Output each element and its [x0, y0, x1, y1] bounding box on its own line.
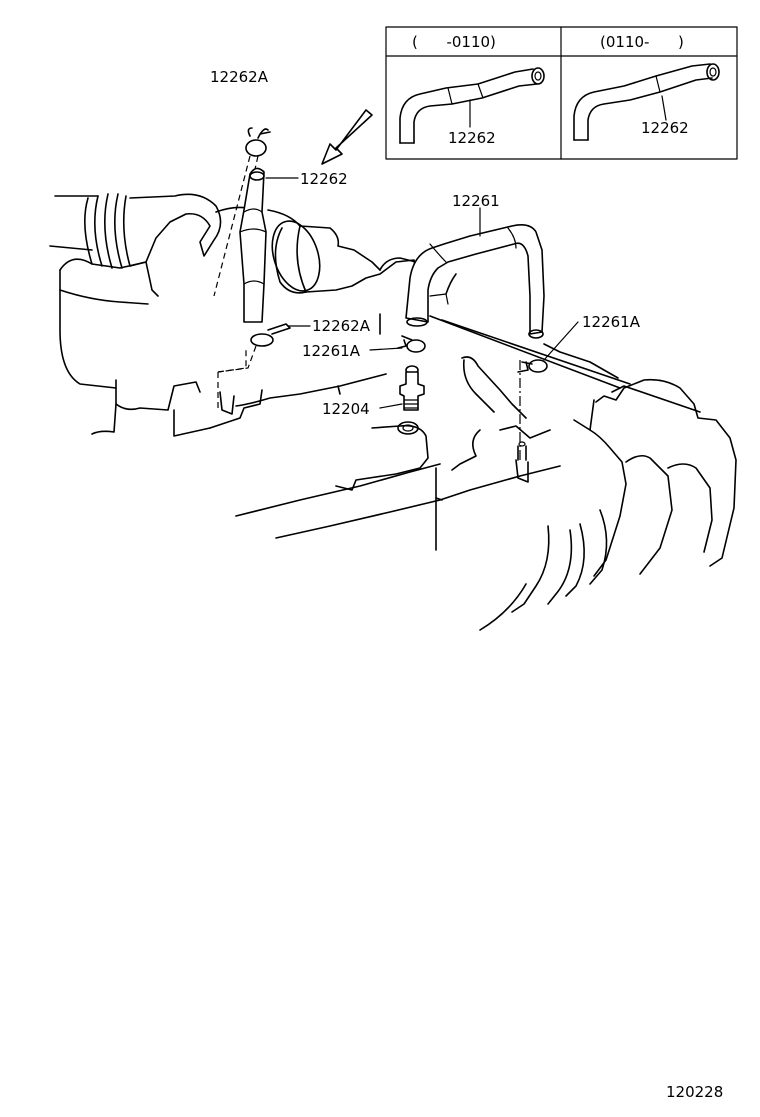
label-clip-left: 12262A [312, 317, 371, 335]
inset-col2-header: (0110- ) [600, 33, 684, 51]
pcv-valve-12204 [399, 365, 425, 411]
label-clip-mid: 12261A [302, 342, 361, 360]
label-valve: 12204 [322, 400, 370, 418]
leader-lines [265, 177, 579, 409]
label-hose-main: 12262 [300, 170, 348, 188]
hose-12261-pcv [405, 224, 545, 339]
inset-pointer-arrow [321, 109, 373, 165]
clip-12262a-left [217, 323, 291, 373]
inset-box: ( -0110) (0110- ) 12262 12262 [385, 26, 738, 160]
clip-12262a-top [213, 127, 271, 297]
hose-12262-main [239, 167, 267, 323]
air-cleaner-outline [49, 193, 263, 437]
inset-col2-part: 12262 [641, 119, 689, 137]
inset-col1-part: 12262 [448, 129, 496, 147]
throttle-body-outline [267, 209, 417, 294]
diagram-code: 120228 [666, 1083, 723, 1101]
hose-later-drawing [573, 63, 720, 141]
clip-12261a-mid [397, 335, 426, 353]
label-hose-pcv: 12261 [452, 192, 500, 210]
manifold-outline [435, 356, 737, 631]
label-clip-top: 12262A [210, 68, 269, 86]
inset-col1-header: ( -0110) [412, 33, 496, 51]
label-clip-right: 12261A [582, 313, 641, 331]
hose-early-drawing [399, 67, 545, 144]
clip-12261a-right [517, 359, 548, 373]
